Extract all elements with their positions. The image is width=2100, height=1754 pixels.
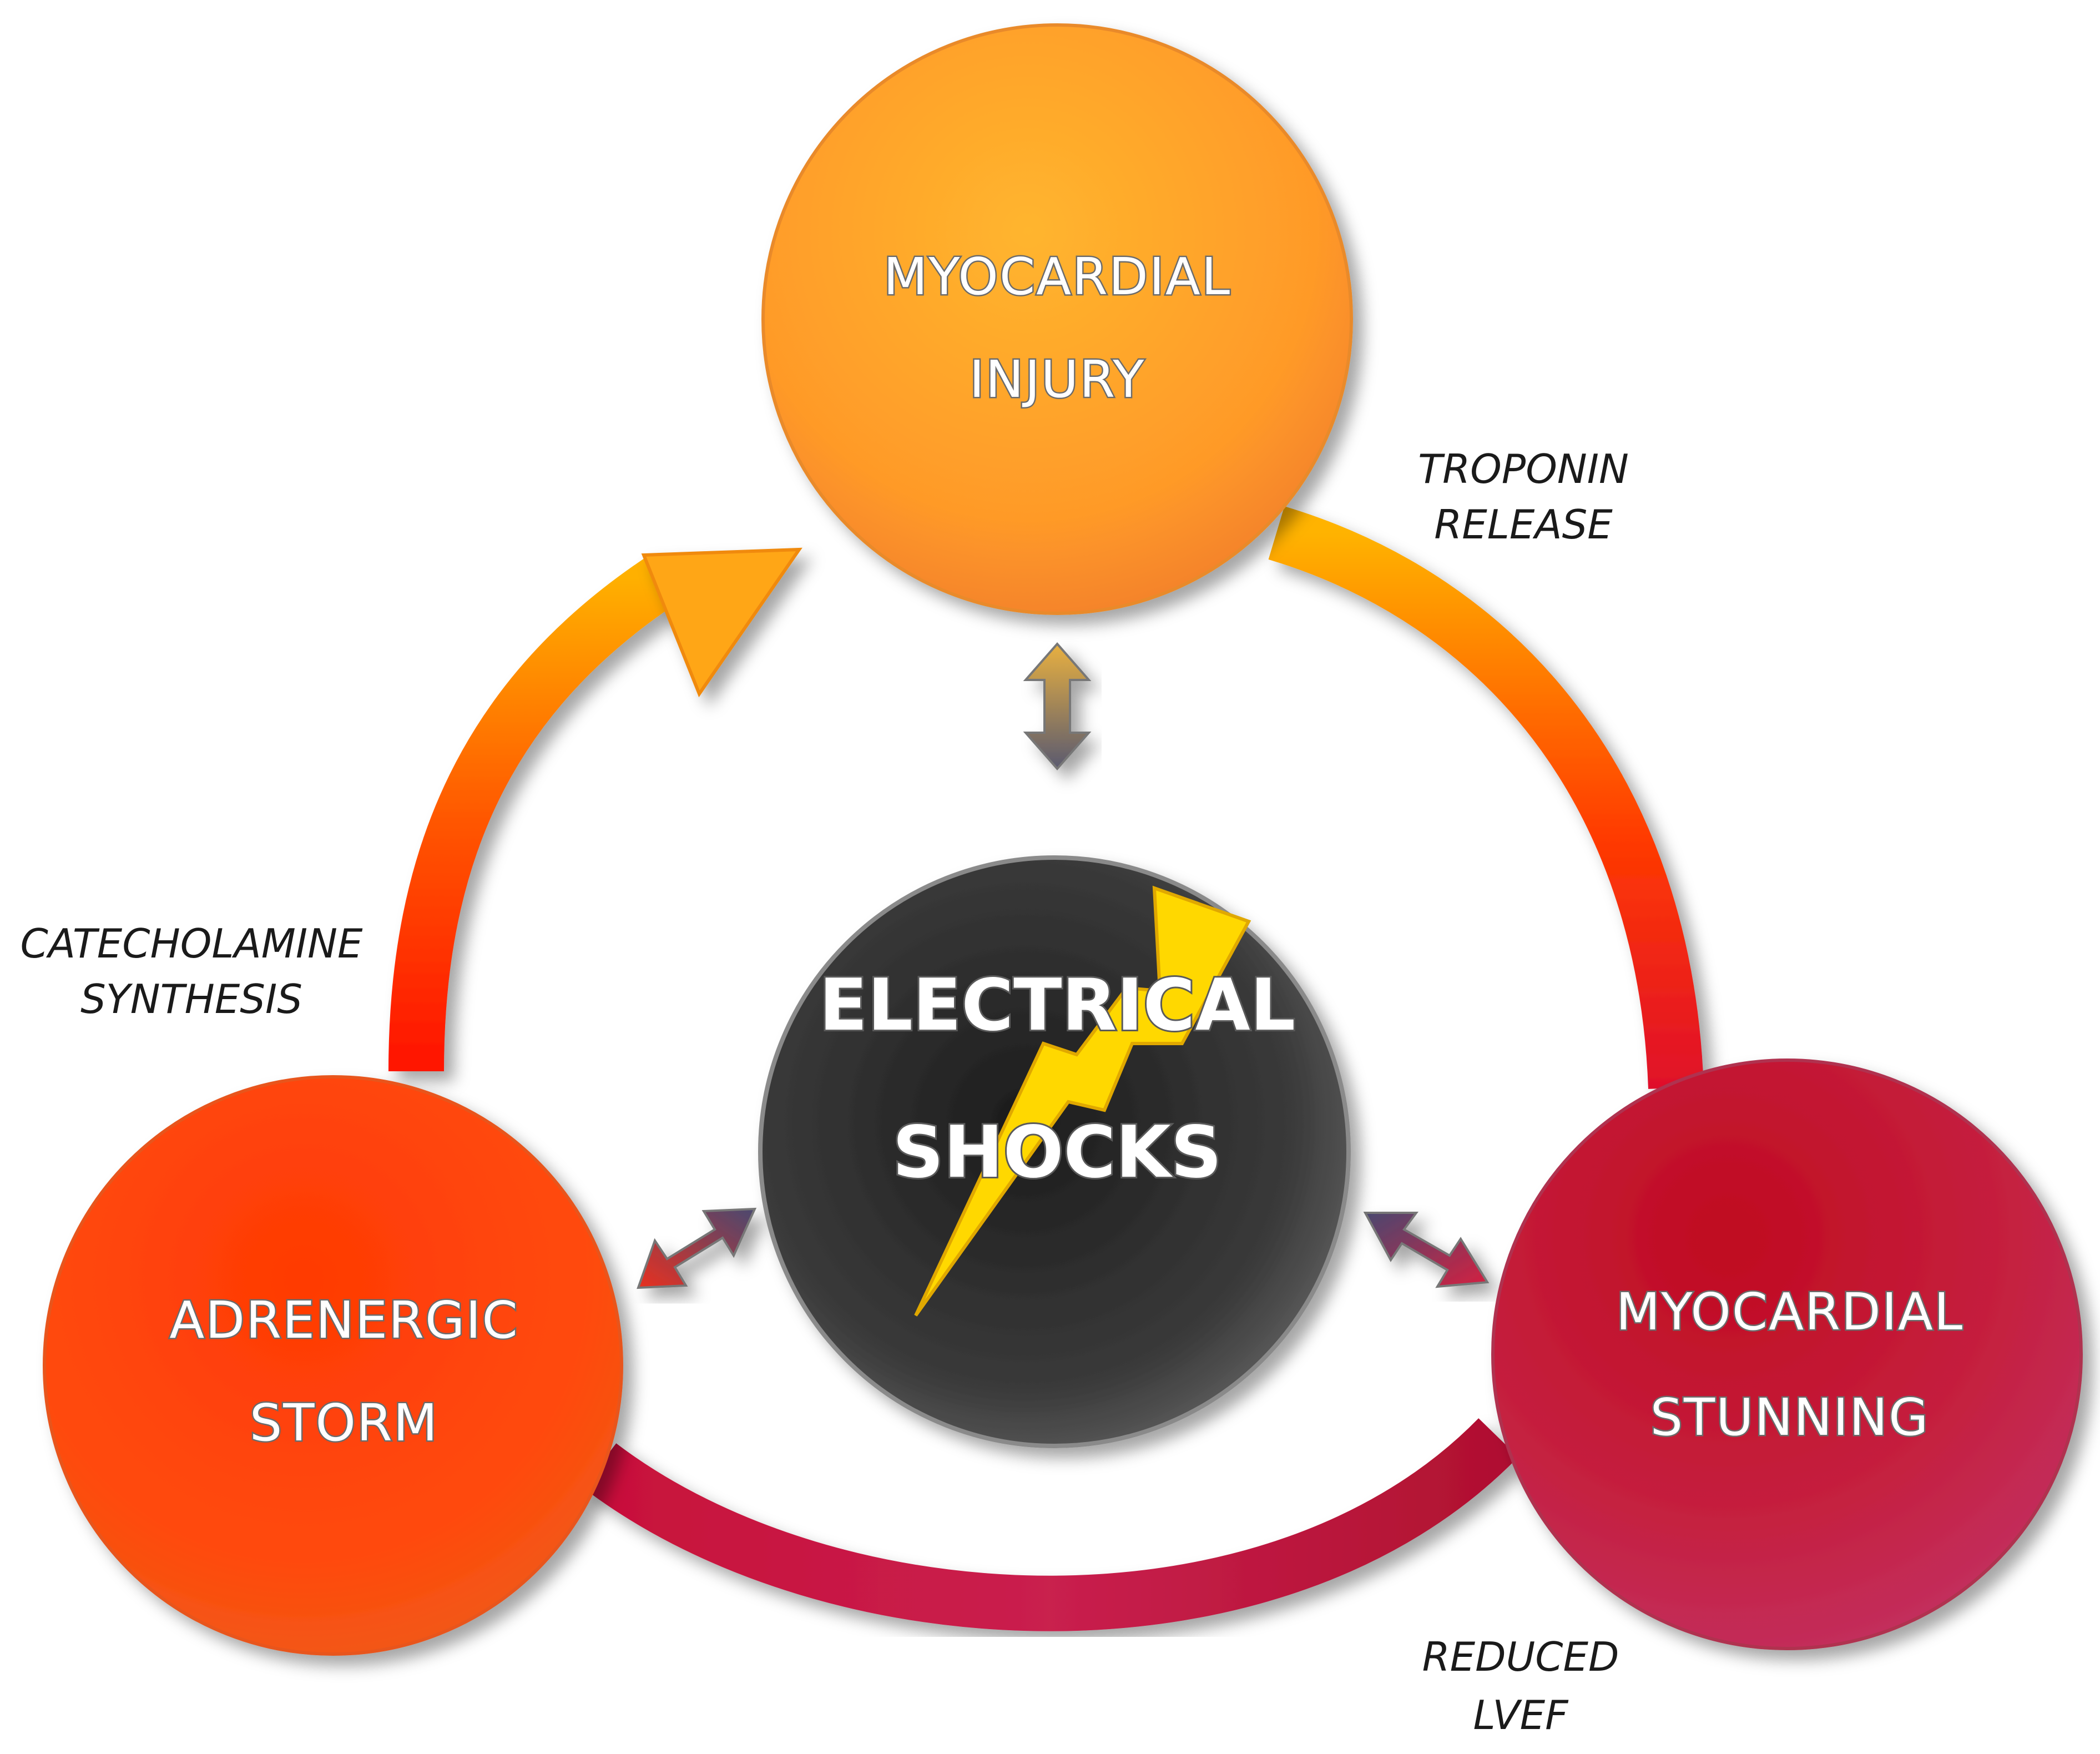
node-myocardial-injury: MYOCARDIAL INJURY (761, 23, 1353, 615)
edge-label-catecholamine-line1: CATECHOLAMINE (21, 920, 363, 967)
edge-label-lvef-line1: REDUCED (1422, 1634, 1619, 1680)
edge-label-catecholamine-line2: SYNTHESIS (80, 976, 302, 1022)
ring-arc-bottom (582, 1418, 1518, 1631)
edge-label-lvef-line2: LVEF (1473, 1692, 1569, 1738)
ring-arc-left (388, 554, 682, 1072)
node-left-line2: STORM (250, 1393, 438, 1453)
node-center-line2: SHOCKS (892, 1111, 1221, 1194)
edge-label-troponin-line2: RELEASE (1434, 501, 1613, 548)
arrow-right-center (1363, 1212, 1490, 1288)
arrow-left-center (637, 1207, 757, 1289)
node-left-line1: ADRENERGIC (169, 1291, 518, 1350)
ring-arc-right (1268, 506, 1704, 1089)
node-center-line1: ELECTRICAL (819, 964, 1295, 1047)
node-right-line2: STUNNING (1650, 1388, 1930, 1447)
edge-label-troponin-line1: TROPONIN (1418, 446, 1629, 492)
node-top-line1: MYOCARDIAL (884, 247, 1231, 306)
node-adrenergic-storm: ADRENERGIC STORM (43, 1075, 623, 1656)
ring-arrowhead (641, 547, 802, 698)
node-right-line1: MYOCARDIAL (1616, 1282, 1963, 1342)
arrow-top-center (1023, 642, 1092, 771)
lightning-bolt-icon (914, 885, 1251, 1317)
node-electrical-shocks: ELECTRICAL SHOCKS (758, 855, 1351, 1448)
node-top-line2: INJURY (970, 350, 1145, 409)
node-myocardial-stunning: MYOCARDIAL STUNNING (1491, 1059, 2083, 1650)
